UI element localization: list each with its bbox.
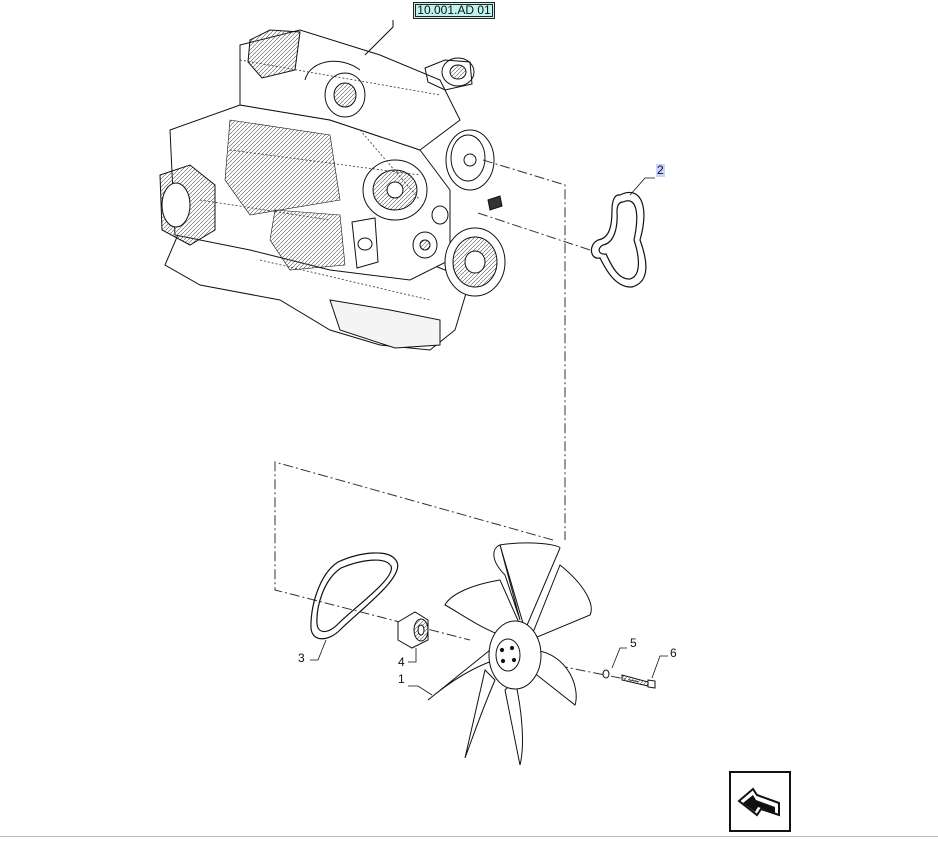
serpentine-belt-part-2	[590, 191, 647, 288]
callout-6-leader	[651, 655, 668, 679]
bottom-rule	[0, 836, 938, 837]
return-arrow-button[interactable]	[729, 771, 791, 832]
spacer-part-4	[397, 611, 429, 649]
callout-6: 6	[670, 646, 677, 660]
washer-part-5	[602, 669, 610, 679]
reference-tag[interactable]: 10.001.AD 01	[413, 2, 495, 19]
callout-3: 3	[298, 651, 305, 665]
callout-4: 4	[398, 655, 405, 669]
callout-5-leader	[611, 647, 627, 669]
callout-1-leader	[408, 685, 433, 696]
ref-tag-leader	[364, 20, 394, 56]
arrow-return-icon	[737, 787, 780, 817]
cooling-fan-part-1	[427, 542, 592, 766]
callout-5: 5	[630, 636, 637, 650]
callout-4-leader	[408, 648, 417, 663]
engine-assembly	[159, 29, 506, 351]
v-belt-part-3	[310, 552, 399, 640]
callout-3-leader	[310, 639, 327, 661]
callout-2-leader	[629, 177, 655, 196]
bolt-part-6	[621, 674, 656, 689]
callout-1: 1	[398, 672, 405, 686]
callout-2[interactable]: 2	[656, 163, 665, 177]
